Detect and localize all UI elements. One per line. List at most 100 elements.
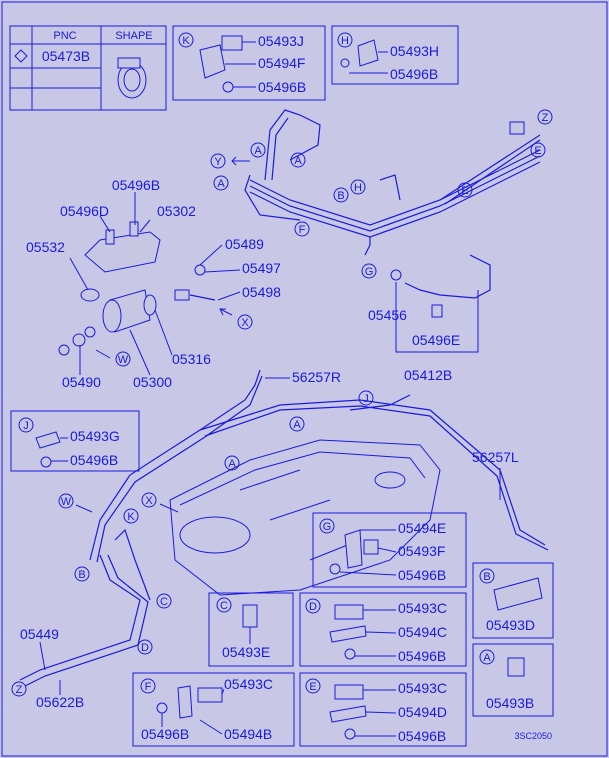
label-05456: 05456 xyxy=(368,307,407,323)
callout-Y: Y xyxy=(214,156,222,168)
clip-icon xyxy=(357,39,379,67)
bolt-icon xyxy=(156,702,168,714)
box-H-part-1: 05493H xyxy=(390,43,439,59)
fuel-filter-hose: 05456 05496E 05412B xyxy=(368,269,479,383)
clamp-shape-icon xyxy=(117,57,147,99)
bolt-icon xyxy=(340,58,350,68)
box-E: E 05493C 05494D 05496B xyxy=(299,672,467,747)
label-05498: 05498 xyxy=(242,284,281,300)
clip-icon xyxy=(221,35,243,51)
box-B: B 05493D xyxy=(472,562,554,639)
bracket-icon xyxy=(329,705,367,723)
diamond-icon xyxy=(14,49,28,63)
pnc-header: PNC xyxy=(53,30,76,42)
bolt-icon xyxy=(344,728,356,740)
box-E-part-1: 05493C xyxy=(398,680,447,696)
label-05622B: 05622B xyxy=(36,694,84,710)
clip-icon xyxy=(197,687,223,703)
bracket-icon xyxy=(344,529,363,569)
callout-G: G xyxy=(365,266,374,278)
callout-A-5: A xyxy=(228,458,236,470)
box-K-part-1: 05493J xyxy=(258,33,304,49)
callout-E: E xyxy=(534,145,541,157)
fuel-pipe-upper xyxy=(244,109,541,299)
fuel-pipe-lower: 56257R 56257L J A A W K X B C D Z 05449 xyxy=(11,369,549,710)
box-D-part-3: 05496B xyxy=(398,648,446,664)
clip-icon xyxy=(507,657,525,677)
callout-W: W xyxy=(61,496,72,508)
clip-icon xyxy=(242,604,258,628)
box-E-letter: E xyxy=(309,681,316,693)
callout-A-1: A xyxy=(254,145,262,157)
callout-Z-bottom: Z xyxy=(16,684,23,696)
box-E-part-3: 05496B xyxy=(398,728,446,744)
box-J-part-1: 05493G xyxy=(70,428,120,444)
callout-A-2: A xyxy=(294,155,302,167)
box-H-letter: H xyxy=(341,35,349,47)
callout-E-2: E xyxy=(461,185,468,197)
bracket-icon xyxy=(35,431,61,449)
label-56257R: 56257R xyxy=(292,369,341,385)
callout-A-4: A xyxy=(293,419,301,431)
callout-W-pump: W xyxy=(118,354,129,366)
box-G-part-3: 05496B xyxy=(398,567,446,583)
box-D-letter: D xyxy=(309,601,317,613)
label-05532: 05532 xyxy=(26,239,65,255)
box-E-part-2: 05494D xyxy=(398,704,447,720)
bolt-icon xyxy=(329,563,341,575)
pnc-row-part: 05473B xyxy=(42,48,90,64)
box-C-part-1: 05493E xyxy=(222,644,270,660)
box-K: K 05493J 05494F 05496B xyxy=(172,25,326,101)
callout-A-3: A xyxy=(217,178,225,190)
box-F: F 05493C 05496B 05494B xyxy=(132,672,295,747)
box-J-letter: J xyxy=(23,420,29,432)
pnc-table: PNC SHAPE 05473B xyxy=(9,25,167,111)
box-G-part-2: 05493F xyxy=(398,543,445,559)
label-05490: 05490 xyxy=(62,374,101,390)
box-G-part-1: 05494E xyxy=(398,520,446,536)
label-05496B-top: 05496B xyxy=(112,177,160,193)
bracket-icon xyxy=(199,44,226,79)
callout-C: C xyxy=(160,596,168,608)
clip-icon xyxy=(363,539,379,555)
box-A-part-1: 05493B xyxy=(486,695,534,711)
clip-icon xyxy=(334,604,364,620)
label-05449: 05449 xyxy=(20,626,59,642)
box-H-part-2: 05496B xyxy=(390,66,438,82)
bolt-icon xyxy=(40,456,52,468)
callout-Z: Z xyxy=(542,112,549,124)
bracket-icon xyxy=(177,685,193,719)
box-C: C 05493E xyxy=(208,592,294,667)
box-B-part-1: 05493D xyxy=(486,617,535,633)
callout-K: K xyxy=(127,511,135,523)
box-F-part-1: 05493C xyxy=(224,676,273,692)
bolt-icon xyxy=(344,648,356,660)
label-05496D: 05496D xyxy=(60,203,109,219)
callout-X: X xyxy=(145,495,153,507)
footer-code: 3SC2050 xyxy=(514,731,552,741)
label-05302: 05302 xyxy=(157,203,196,219)
box-J: J 05493G 05496B xyxy=(10,410,140,472)
fuel-tank xyxy=(169,439,441,596)
callout-F: F xyxy=(299,224,306,236)
bracket-icon xyxy=(329,625,367,643)
box-A-letter: A xyxy=(483,652,491,664)
callout-X-pump: X xyxy=(241,317,249,329)
box-G: G 05494E 05493F 05496B xyxy=(312,512,467,588)
label-05489: 05489 xyxy=(225,236,264,252)
box-K-part-3: 05496B xyxy=(258,79,306,95)
label-56257L: 56257L xyxy=(472,449,519,465)
label-05300: 05300 xyxy=(133,374,172,390)
callout-B: B xyxy=(78,569,85,581)
arrow-icon xyxy=(231,156,250,166)
box-F-letter: F xyxy=(145,681,152,693)
label-05316: 05316 xyxy=(172,351,211,367)
shape-header: SHAPE xyxy=(115,30,152,42)
box-K-part-2: 05494F xyxy=(258,55,305,71)
callout-H-top: H xyxy=(354,182,362,194)
box-F-part-2: 05496B xyxy=(141,726,189,742)
